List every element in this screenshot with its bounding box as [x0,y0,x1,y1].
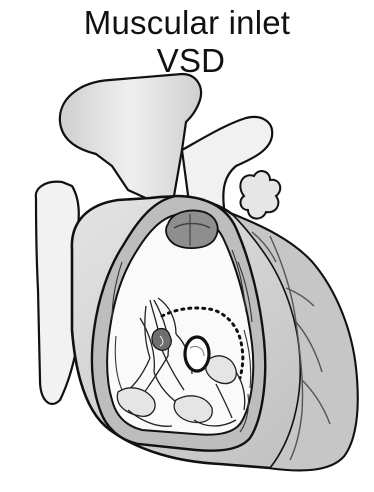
vsd-defect [185,337,209,371]
pulmonary-valve [166,211,218,249]
tricuspid-leaflets [152,329,171,351]
atrial-appendage [240,171,280,219]
aorta [60,74,201,200]
